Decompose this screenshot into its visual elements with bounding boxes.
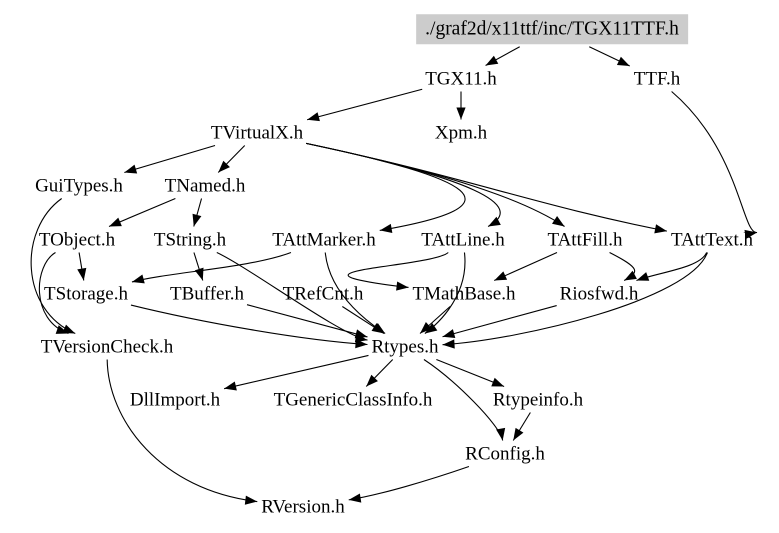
graph-node-tstorage[interactable]: TStorage.h [44, 283, 128, 305]
edge-tvirtualx-to-tattfill [306, 142, 565, 227]
arrowhead-tattfill-to-riosfwd [624, 270, 637, 281]
arrowhead-tatttext-to-rtypes [442, 339, 455, 349]
arrowhead-tversion-to-rversion [244, 495, 258, 505]
arrowhead-tgx11-to-xpm [456, 107, 466, 120]
edge-tattline-to-tmathbase [347, 252, 449, 289]
arrowhead-root-to-tgx11 [485, 55, 499, 66]
graph-node-tmathbase[interactable]: TMathBase.h [412, 283, 516, 305]
graph-node-xpm[interactable]: Xpm.h [434, 122, 488, 144]
graph-node-trefcnt[interactable]: TRefCnt.h [282, 283, 364, 305]
arrowhead-tvirtualx-to-guitypes [124, 164, 138, 174]
edge-rtypes-to-dllimport [224, 354, 369, 390]
arrowhead-tattfill-to-tmathbase [494, 271, 508, 281]
graph-node-tattmarker[interactable]: TAttMarker.h [272, 229, 376, 251]
arrowhead-tnamed-to-tstring [192, 213, 202, 227]
arrowhead-rconfig-to-rversion [348, 493, 362, 503]
edge-tstring-to-rtypes [216, 252, 368, 341]
edge-tvirtualx-to-guitypes [124, 144, 216, 174]
arrowhead-tattline-to-tmathbase [396, 281, 409, 291]
edge-rconfig-to-rversion [348, 465, 470, 501]
graph-node-tvirtualx[interactable]: TVirtualX.h [210, 122, 304, 144]
arrowhead-rtypes-to-rconfig [496, 427, 506, 441]
graph-node-dllimport[interactable]: DllImport.h [129, 389, 221, 411]
graph-node-tnamed[interactable]: TNamed.h [164, 175, 246, 197]
graph-node-tgx11[interactable]: TGX11.h [425, 68, 497, 90]
arrowhead-riosfwd-to-rtypes [442, 329, 456, 339]
arrowhead-tgx11-to-tvirtualx [307, 112, 320, 122]
graph-node-rconfig[interactable]: RConfig.h [465, 443, 545, 465]
graph-node-riosfwd[interactable]: Riosfwd.h [559, 283, 639, 305]
arrowhead-rtypes-to-tgenclass [366, 374, 378, 387]
arrowhead-tstring-to-tbuffer [194, 267, 204, 281]
arrowhead-rtypes-to-dllimport [224, 381, 237, 391]
arrowhead-tobject-to-tstorage [77, 267, 87, 281]
arrowhead-rtypes-to-rtypeinfo [491, 377, 505, 387]
arrowhead-root-to-ttf [616, 56, 630, 67]
edge-tversion-to-rversion [106, 359, 258, 503]
graph-node-rtypes[interactable]: Rtypes.h [371, 336, 439, 358]
graph-node-guitypes[interactable]: GuiTypes.h [35, 175, 123, 197]
edge-guitypes-to-tversion [30, 198, 76, 335]
edge-rtypes-to-rconfig [423, 359, 504, 441]
graph-node-root[interactable]: ./graf2d/x11ttf/inc/TGX11TTF.h [416, 14, 688, 44]
edge-tgx11-to-tvirtualx [306, 88, 423, 121]
graph-node-rversion[interactable]: RVersion.h [261, 496, 345, 518]
edge-tatttext-to-rtypes [442, 252, 708, 346]
arrowhead-trefcnt-to-rtypes [371, 323, 385, 334]
arrowhead-tobject-to-tversion [55, 325, 69, 334]
arrowhead-rtypeinfo-to-rconfig [513, 427, 524, 441]
edge-tattmarker-to-tstorage [131, 251, 292, 283]
graph-node-tatttext[interactable]: TAttText.h [670, 229, 754, 251]
arrowhead-tstorage-to-rtypes [355, 339, 368, 349]
arrowhead-tatttext-to-riosfwd [636, 272, 650, 281]
arrowhead-tmathbase-to-rtypes [420, 322, 433, 334]
graph-node-tbuffer[interactable]: TBuffer.h [169, 283, 245, 305]
arrowhead-tattmarker-to-tstorage [131, 274, 145, 284]
arrowhead-tvirtualx-to-tatttext [654, 224, 667, 234]
arrowhead-tbuffer-to-rtypes [354, 329, 368, 339]
edge-tvirtualx-to-tattmarker [306, 142, 466, 231]
graph-node-tattfill[interactable]: TAttFill.h [547, 229, 623, 251]
graph-node-tversion[interactable]: TVersionCheck.h [40, 336, 174, 358]
graph-node-tobject[interactable]: TObject.h [38, 229, 116, 251]
arrowhead-tvirtualx-to-tattline [488, 216, 501, 227]
arrowhead-tvirtualx-to-tattmarker [379, 223, 393, 233]
arrowhead-tvirtualx-to-tnamed [218, 160, 230, 173]
edge-tvirtualx-to-tatttext [306, 142, 668, 232]
graph-node-ttf[interactable]: TTF.h [633, 68, 681, 90]
arrowhead-tnamed-to-tobject [109, 217, 122, 227]
graph-node-tgenclass[interactable]: TGenericClassInfo.h [273, 389, 433, 411]
edge-tstorage-to-rtypes [130, 304, 368, 346]
arrowhead-ttf-to-tatttext [744, 229, 758, 240]
graph-node-tstring[interactable]: TString.h [153, 229, 227, 251]
edge-tbuffer-to-rtypes [246, 304, 368, 338]
edge-ttf-to-tatttext [671, 91, 758, 234]
graph-node-rtypeinfo[interactable]: Rtypeinfo.h [492, 389, 584, 411]
arrowhead-tvirtualx-to-tattfill [552, 216, 565, 227]
edge-riosfwd-to-rtypes [442, 305, 557, 338]
graph-node-tattline[interactable]: TAttLine.h [421, 229, 505, 251]
